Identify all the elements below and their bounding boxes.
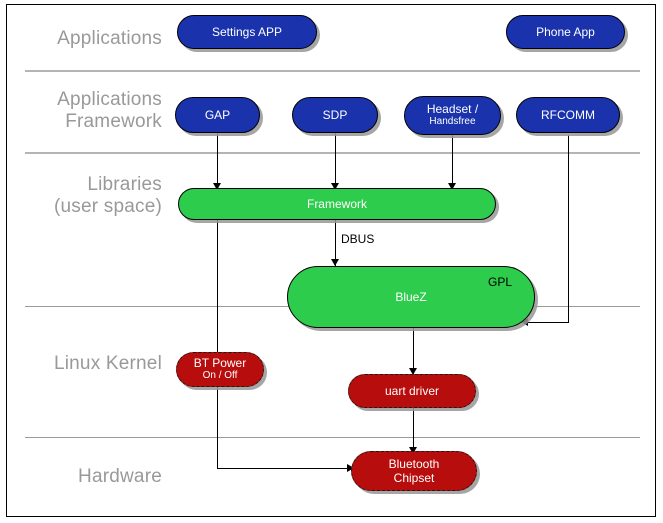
layer-label-linux-kernel: Linux Kernel bbox=[53, 353, 162, 374]
layer-label-hardware: Hardware bbox=[78, 466, 162, 487]
edge-framework-to-bluez bbox=[335, 219, 337, 267]
node-bt-power-label: BT Power On / Off bbox=[193, 356, 247, 382]
node-gap-label: GAP bbox=[204, 107, 231, 122]
edge-rfcomm-to-bluez-vertical bbox=[568, 135, 570, 323]
edge-framework-to-chipset-vertical bbox=[217, 219, 219, 469]
node-framework-label: Framework bbox=[306, 196, 367, 211]
node-bluetooth-chipset[interactable]: Bluetooth Chipset bbox=[351, 451, 477, 491]
node-sdp-label: SDP bbox=[322, 107, 348, 122]
edge-uart-driver-to-chipset bbox=[413, 407, 415, 453]
separator-linux-kernel bbox=[25, 437, 640, 438]
node-rfcomm-label: RFCOMM bbox=[541, 107, 595, 122]
edge-framework-to-bluez-arrow bbox=[331, 259, 339, 266]
node-bluetooth-chipset-label: Bluetooth Chipset bbox=[388, 456, 440, 485]
node-headset-handsfree-label: Headset / Handsfree bbox=[426, 102, 479, 128]
node-phone-app[interactable]: Phone App bbox=[506, 15, 625, 49]
edge-rfcomm-to-bluez-arrow bbox=[521, 318, 528, 326]
edge-bluez-to-uart-driver bbox=[413, 328, 415, 374]
node-uart-driver-label: uart driver bbox=[384, 383, 440, 398]
layer-label-libraries: Libraries (user space) bbox=[54, 174, 162, 217]
node-framework[interactable]: Framework bbox=[178, 188, 496, 220]
edge-sdp-to-framework-arrow bbox=[331, 183, 339, 190]
edge-gap-to-framework-arrow bbox=[213, 183, 221, 190]
separator-applications-framework bbox=[25, 152, 640, 154]
node-settings-app[interactable]: Settings APP bbox=[177, 15, 317, 49]
separator-applications bbox=[25, 70, 640, 72]
layer-label-applications-framework: Applications Framework bbox=[57, 89, 162, 132]
node-phone-app-label: Phone App bbox=[536, 24, 595, 39]
node-sdp[interactable]: SDP bbox=[292, 97, 378, 133]
edge-headset-to-framework bbox=[452, 135, 454, 189]
gpl-badge: GPL bbox=[487, 275, 512, 289]
node-uart-driver[interactable]: uart driver bbox=[348, 374, 476, 408]
node-rfcomm[interactable]: RFCOMM bbox=[516, 97, 620, 133]
node-bluez-label: BlueZ bbox=[395, 289, 427, 304]
edge-framework-to-chipset-horizontal bbox=[217, 468, 350, 470]
edge-bluez-to-uart-driver-arrow bbox=[409, 368, 417, 375]
node-settings-app-label: Settings APP bbox=[211, 24, 283, 39]
edge-gap-to-framework bbox=[217, 133, 219, 189]
node-bluez[interactable]: BlueZ GPL bbox=[287, 266, 535, 328]
edge-label-dbus: DBUS bbox=[341, 232, 375, 246]
node-bt-power[interactable]: BT Power On / Off bbox=[176, 352, 264, 387]
node-gap[interactable]: GAP bbox=[175, 97, 260, 133]
edge-headset-to-framework-arrow bbox=[448, 183, 456, 190]
layer-label-applications: Applications bbox=[57, 28, 162, 49]
edge-rfcomm-to-bluez-horizontal bbox=[527, 322, 569, 324]
edge-sdp-to-framework bbox=[335, 133, 337, 189]
node-headset-handsfree[interactable]: Headset / Handsfree bbox=[404, 96, 501, 135]
